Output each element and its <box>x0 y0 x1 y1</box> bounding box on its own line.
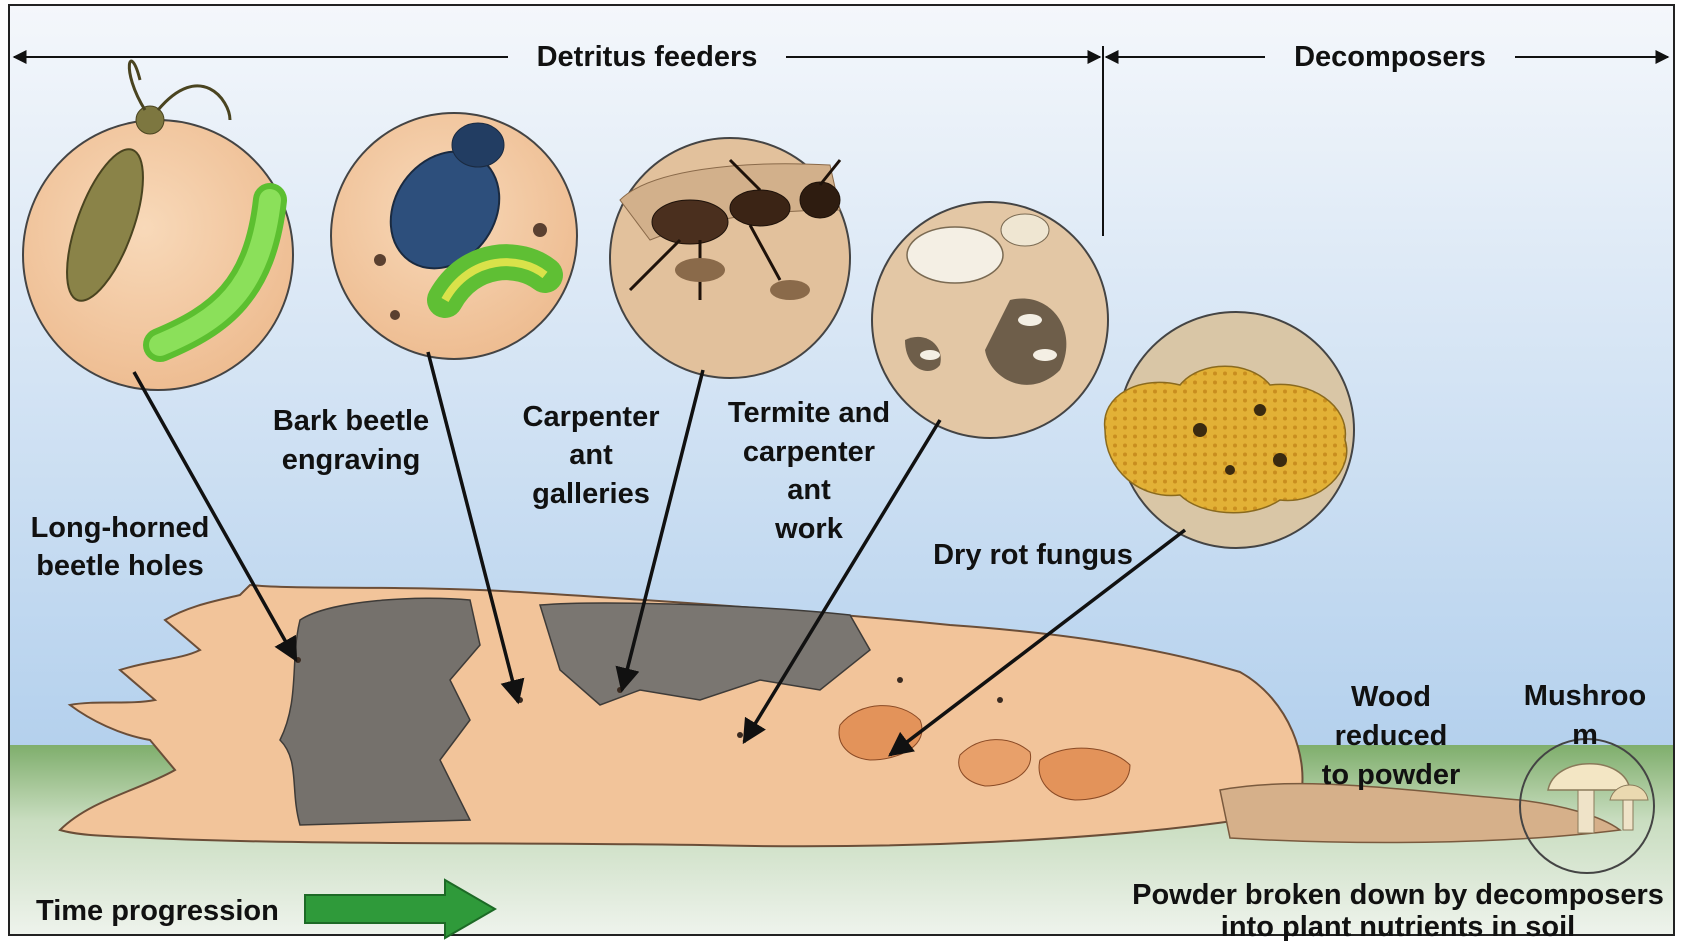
powder-label-2: into plant nutrients in soil <box>1221 911 1575 941</box>
termite-label-2: carpenter <box>743 436 875 468</box>
wood-label-2: reduced <box>1335 720 1448 752</box>
bark-label-2: engraving <box>282 444 421 476</box>
termite-label-1: Termite and <box>728 397 890 429</box>
dryrot-label: Dry rot fungus <box>933 539 1133 571</box>
bark-label-1: Bark beetle <box>273 405 429 437</box>
decomposers-label: Decomposers <box>1294 41 1486 73</box>
longhorn-label-1: Long-horned <box>31 512 210 544</box>
longhorn-label-2: beetle holes <box>36 550 204 582</box>
carpenter-label-3: galleries <box>532 478 650 510</box>
termite <box>907 227 1003 283</box>
wood-label-3: to powder <box>1322 759 1461 791</box>
carpenter-label-1: Carpenter <box>523 401 660 433</box>
bark-patch-left <box>280 598 480 825</box>
carpenter-ant <box>652 200 728 244</box>
wood-label-1: Wood <box>1351 681 1431 713</box>
termite-bubble <box>872 202 1108 438</box>
mushroom-label-2: m <box>1572 719 1598 751</box>
termite-label-4: work <box>774 513 844 545</box>
time-progression-label: Time progression <box>36 895 279 927</box>
powder-label-1: Powder broken down by decomposers <box>1132 879 1664 911</box>
carpenter-ant-bubble <box>610 138 850 378</box>
detritus-feeders-label: Detritus feeders <box>537 41 758 73</box>
mushroom-label-1: Mushroo <box>1524 680 1646 712</box>
carpenter-label-2: ant <box>569 439 613 471</box>
termite-label-3: ant <box>787 474 831 506</box>
bark-beetle-bubble <box>331 113 577 359</box>
